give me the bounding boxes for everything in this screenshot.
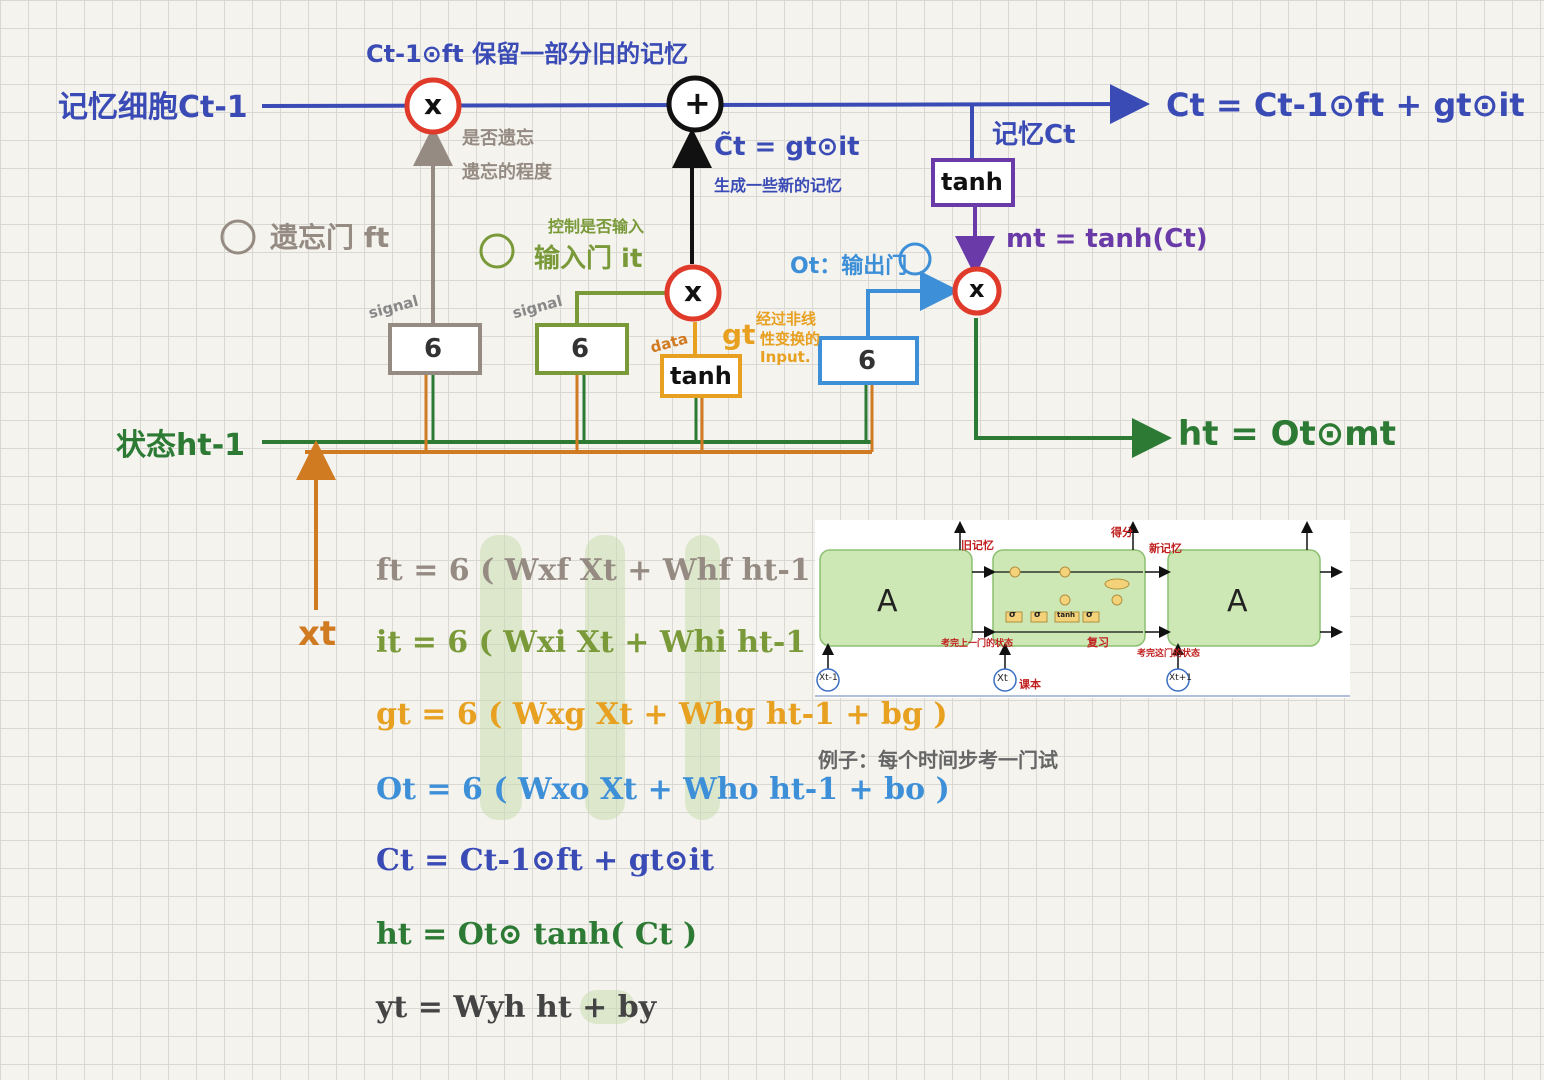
mini-x-next [1166,668,1190,692]
cell-tanh-box [931,158,1015,207]
mini-sigma-2: σ [1034,610,1042,620]
mini-lstm-chain: A A σ σ tanh σ Xt-1 Xt Xt+1 旧记忆 得分 新记忆 考… [815,520,1350,698]
mini-cell-right [1167,549,1321,647]
mini-caption: 例子：每个时间步考一门试 [818,748,1058,772]
forget-note-1: 是否遗忘 [462,128,534,149]
mini-note-score: 得分 [1111,526,1133,539]
surprised-face-icon [479,233,515,269]
tanh-glyph: tanh [670,362,732,390]
mini-x-prev [816,668,840,692]
confused-face-icon [220,219,256,255]
mini-x-curr [993,668,1017,692]
mini-note-next-state: 考完这门的状态 [1137,649,1201,659]
mini-note-prep: 课本 [1019,678,1041,691]
mini-note-prev-state: 考完上一门的状态 [941,639,1014,649]
mt-equation: mt = tanh(Ct) [1006,224,1208,254]
input-multiply-glyph: x [684,275,703,308]
output-gate-signal [866,271,960,338]
candidate-note: 生成一些新的记忆 [714,176,843,195]
forget-gate-label: 遗忘门 ft [270,221,390,254]
xt-label: xt [298,614,337,654]
output-multiply-node [952,266,1002,316]
input-multiply-node [664,264,722,322]
ht-equation: ht = Ot⊙mt [1178,414,1396,454]
mini-sigma-1: σ [1009,610,1017,620]
input-gate-note: 控制是否输入 [548,217,645,236]
ct-equation: Ct = Ct-1⊙ft + gt⊙it [1166,86,1525,124]
cell-prev-label: 记忆细胞Ct-1 [58,90,248,125]
cell-tanh-glyph: tanh [941,168,1003,196]
output-sigma-glyph: 6 [858,346,877,376]
forget-note-2: 遗忘的程度 [462,162,552,183]
equation-ht: ht = Ot⊙ tanh( Ct ) [376,917,698,952]
mini-note-review: 复习 [1087,636,1109,649]
input-gate-signal [575,291,666,325]
forget-multiply-node [404,77,462,135]
mini-label-a-right: A [1227,584,1248,619]
forget-annotation: Ct-1⊙ft 保留一部分旧的记忆 [366,40,689,68]
mini-x-next-label: Xt+1 [1169,673,1192,683]
highlight-by [580,990,635,1024]
equation-gt: gt = 6 ( Wxg Xt + Whg ht-1 + bg ) [376,697,948,732]
memory-ct-label: 记忆Ct [992,120,1076,150]
mini-tanh: tanh [1057,611,1076,619]
state-prev-label: 状态ht-1 [116,428,246,463]
forget-sigma-box [388,323,482,375]
mini-note-old: 旧记忆 [961,539,994,552]
equation-yt: yt = Wyh ht + by [376,990,657,1025]
nonlinear-note-3: Input. [760,348,811,366]
input-sigma-glyph: 6 [571,334,590,364]
highlight-b [685,535,720,820]
equation-ct: Ct = Ct-1⊙ft + gt⊙it [376,843,714,878]
highlight-wh [585,535,625,820]
mini-x-prev-label: Xt-1 [819,673,838,683]
nonlinear-note-1: 经过非线 [756,310,817,328]
forget-multiply-glyph: x [424,88,443,121]
tanh-box [660,354,742,398]
mini-label-a-left: A [877,584,898,619]
mini-lstm-svg [815,521,1350,697]
input-sigma-box [535,323,629,375]
ht-output-line [974,318,1172,458]
candidate-equation: C̃t = gt⊙it [714,132,860,162]
mini-note-new: 新记忆 [1149,542,1182,555]
forget-sigma-glyph: 6 [424,334,443,364]
sun-face-icon [898,242,932,276]
nonlinear-note-2: 性变换的 [760,330,821,348]
cell-add-glyph: + [684,84,711,122]
mini-cell-left [819,549,973,647]
output-gate-label: Ot：输出门 [790,254,908,279]
mini-x-curr-label: Xt [997,673,1008,684]
input-gate-label: 输入门 it [534,244,643,274]
equation-ot: Ot = 6 ( Wxo Xt + Who ht-1 + bo ) [376,772,950,807]
mini-sigma-3: σ [1086,610,1094,620]
output-multiply-glyph: x [969,275,985,303]
cell-add-node [666,75,724,133]
output-sigma-box [818,336,919,385]
highlight-wx [480,535,522,820]
g-label: gt [722,318,756,351]
